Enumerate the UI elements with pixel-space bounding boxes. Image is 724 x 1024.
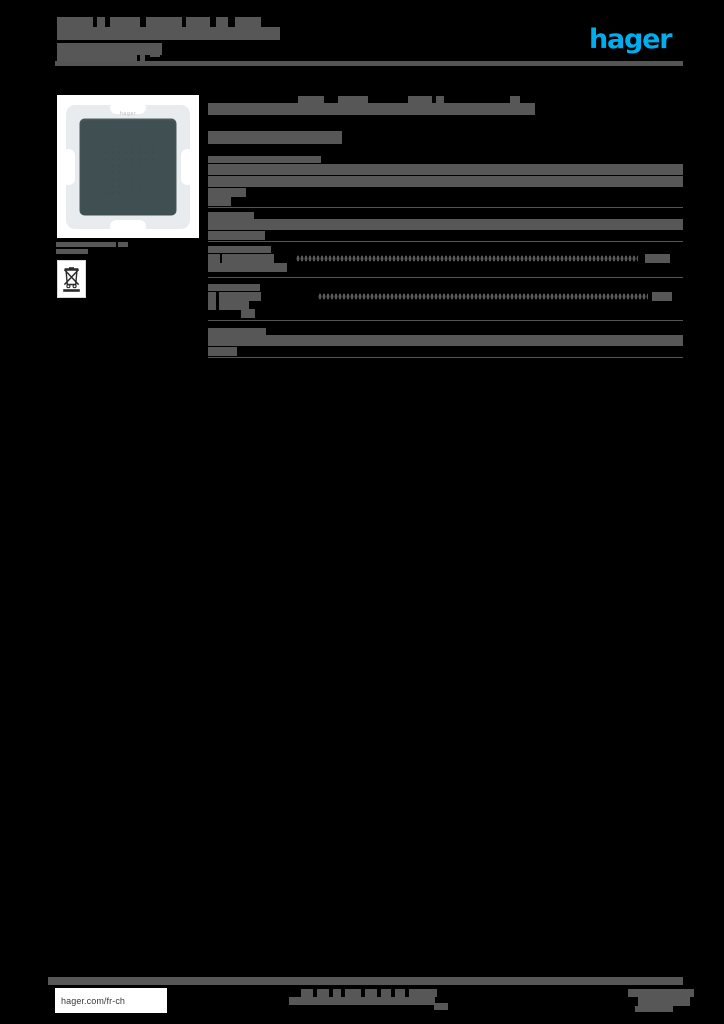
page-footer [0,972,724,1024]
weee-caption-line-1-tail [118,242,128,247]
product-image: hager [57,95,199,238]
table-row [208,212,683,242]
page-header: hager [0,0,724,80]
table-row [208,246,683,278]
product-mounting-frame: hager [62,104,194,229]
table-row [208,284,683,322]
weee-caption-line-1 [56,242,116,247]
header-divider [55,61,683,66]
crossed-out-wheelie-bin-icon [57,260,86,298]
table-row [208,328,683,358]
footer-url-chip[interactable]: hager.com/fr-ch [55,988,167,1013]
speaker-faceplate [79,118,177,215]
weee-disposal-block [56,242,176,302]
table-row [208,156,683,208]
product-brandmark: hager [119,110,137,117]
hager-logo: hager [589,24,677,55]
weee-caption-line-2 [56,249,88,254]
footer-divider [48,977,683,985]
footer-url-label: hager.com/fr-ch [61,995,126,1006]
hager-wordmark: hager [589,24,673,55]
frame-claw-left [62,148,75,185]
speaker-grille-icon [101,141,155,196]
frame-claw-right [181,148,194,185]
